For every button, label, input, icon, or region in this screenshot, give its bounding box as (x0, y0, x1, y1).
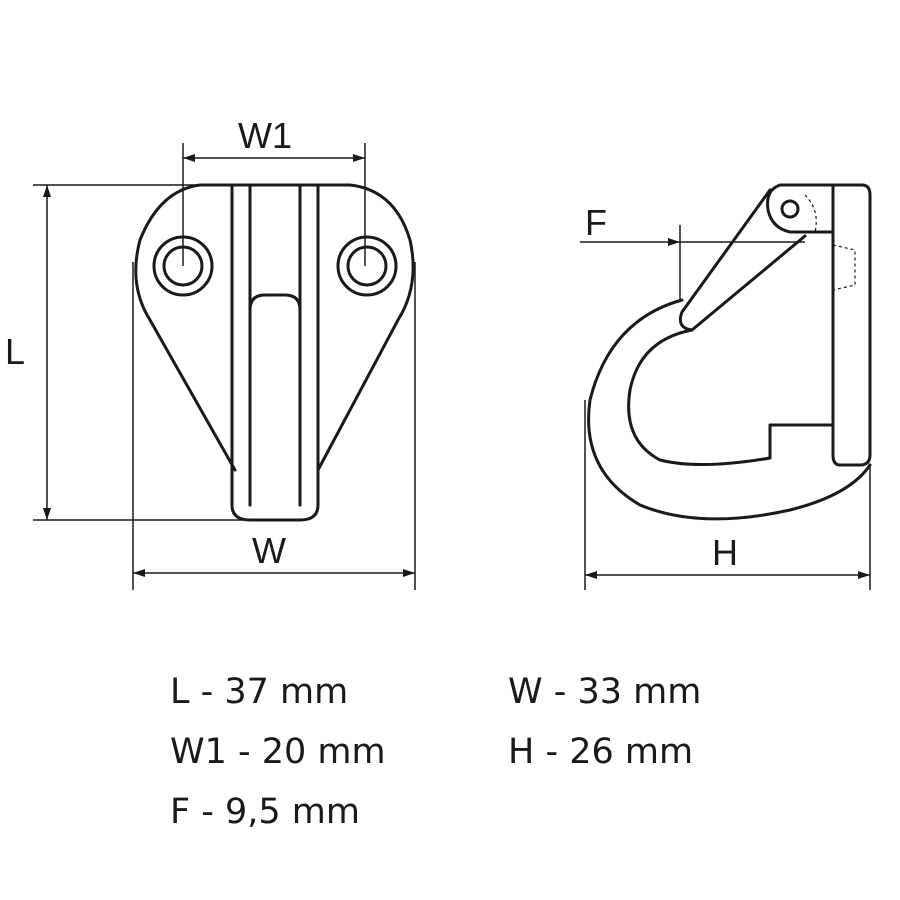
side-view (587, 183, 872, 521)
label-l: L (5, 331, 25, 372)
hook-outer-curve (587, 298, 872, 521)
back-plate (831, 183, 872, 467)
dimension-h: H (584, 400, 871, 590)
label-w: W (252, 530, 286, 571)
spring-gate (678, 188, 807, 332)
label-w1: W1 (238, 115, 292, 156)
dimension-w1: W1 (182, 115, 366, 266)
spec-width: W - 33 mm (508, 672, 702, 712)
base-plate-outline (134, 183, 415, 472)
label-h: H (712, 532, 738, 573)
spec-length: L - 37 mm (170, 672, 349, 712)
gate-pivot (780, 199, 800, 219)
dimension-w: W (132, 262, 416, 590)
spec-height: H - 26 mm (508, 732, 694, 772)
front-view (134, 183, 415, 522)
dimension-f: F (580, 202, 805, 300)
spec-f: F - 9,5 mm (170, 792, 360, 832)
mounting-hole-right (336, 235, 398, 297)
spec-w1: W1 - 20 mm (170, 732, 386, 772)
label-f: F (585, 202, 607, 243)
dimension-l: L (5, 184, 245, 521)
center-body-outline (230, 183, 320, 522)
